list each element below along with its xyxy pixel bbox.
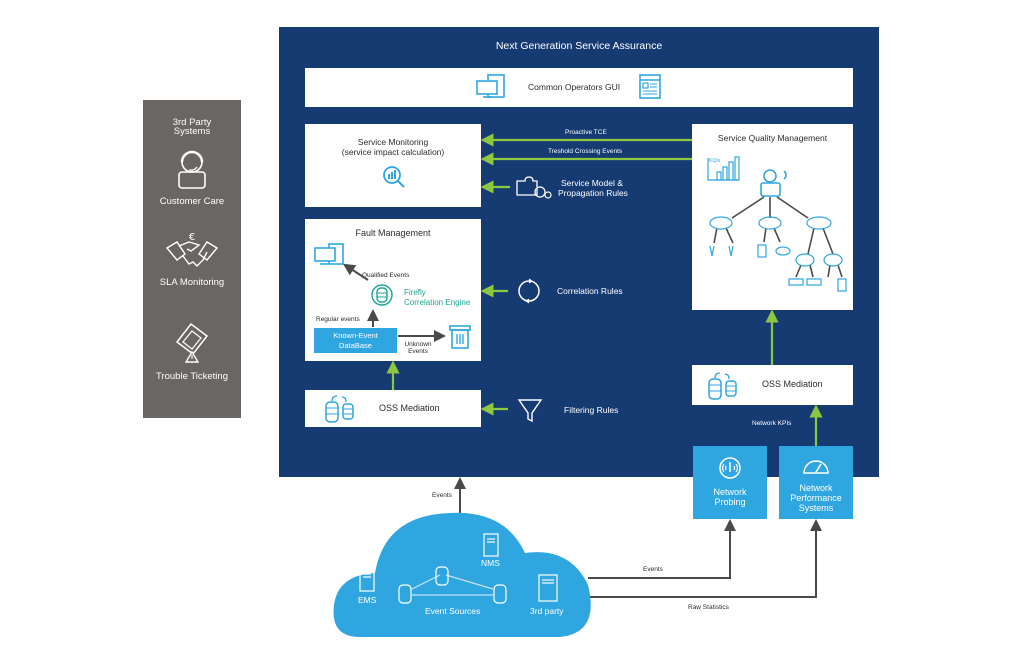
raw-stats-arrow [588,519,822,598]
puzzle-gear-icon [516,176,552,199]
known-event-db-line2: DataBase [339,341,372,350]
gauge-icon [803,460,829,474]
oss-mediation-left-box[interactable]: OSS Mediation [305,390,481,427]
qualified-events-arrow [342,263,369,281]
threshold-events-label: Treshold Crossing Events [548,148,623,155]
unknown-events-line2: Events [408,348,428,355]
database-sync-icon [325,395,354,423]
third-party-cloud-label: 3rd party [530,606,564,616]
sla-monitoring-label[interactable]: SLA Monitoring [159,277,225,288]
fault-management-box[interactable]: Fault Management Qualified Events Firefl… [305,219,481,361]
analytics-search-icon [383,166,405,188]
engine-name-line1: Firefly [404,288,426,297]
computer-icon [476,74,505,98]
correlation-engine-icon [371,284,393,306]
engine-name-line2: Correlation Engine [404,298,471,307]
events-probe-label: Events [643,566,663,573]
common-operators-gui-box[interactable]: Common Operators GUI [305,68,853,107]
database-sync-icon [708,372,737,400]
service-monitoring-box[interactable]: Service Monitoring (service impact calcu… [305,124,481,207]
network-performance-line3: Systems [798,503,834,513]
ticket-warning-icon [175,322,209,363]
proactive-tce-label: Proactive TCE [565,129,607,136]
third-party-title-2: Systems [173,126,211,137]
events-up-label: Events [432,492,452,499]
oss-mediation-right-label: OSS Mediation [762,379,823,389]
known-event-db-line1: Known-Event [333,331,378,340]
page-title: Next Generation Service Assurance [495,40,663,52]
network-kpis-label: Network KPIs [752,420,792,427]
web-page-icon [639,74,661,99]
service-monitoring-subtitle: (service impact calculation) [341,147,445,157]
common-operators-gui-label: Common Operators GUI [528,82,621,92]
filtering-rules-label: Filtering Rules [564,405,619,415]
raw-statistics-label: Raw Statistics [688,604,729,611]
service-model-label-1: Service Model & [561,178,623,188]
oss-mediation-right-box[interactable]: OSS Mediation [692,365,853,405]
kqi-chart-icon [707,156,740,181]
filter-funnel-icon [517,399,543,423]
oss-mediation-left-label: OSS Mediation [379,403,440,413]
service-tree-diagram: KQIs [707,156,847,292]
kqi-label: KQIs [709,158,721,164]
network-probing-box[interactable]: Network Probing [693,446,767,519]
qualified-events-label: Qualified Events [362,272,410,279]
svg-text:€: € [189,232,195,243]
service-monitoring-title: Service Monitoring [357,137,429,147]
trouble-ticketing-label[interactable]: Trouble Ticketing [156,371,228,382]
regular-events-label: Regular events [316,316,360,323]
workstation-icon [314,243,344,265]
network-performance-line2: Performance [790,493,842,503]
fault-management-title: Fault Management [355,228,431,238]
customer-care-label[interactable]: Customer Care [159,196,225,207]
network-probing-line1: Network [713,487,747,497]
third-party-systems-panel: 3rd Party Systems Customer Care € SLA Mo… [143,100,241,418]
user-icon [760,169,787,197]
signal-probe-icon [719,457,741,479]
network-performance-box[interactable]: Network Performance Systems [779,446,853,519]
trash-bin-icon [449,325,471,349]
unknown-events-line1: Unknown [404,341,432,348]
third-party-title-1: 3rd Party [172,117,212,128]
service-quality-management-box[interactable]: Service Quality Management KQIs [692,124,853,310]
service-model-label-2: Propagation Rules [558,188,628,198]
event-sources-label: Event Sources [425,606,481,616]
known-event-database[interactable]: Known-Event DataBase [314,328,397,353]
network-probing-line2: Probing [714,497,746,507]
network-performance-line1: Network [799,483,833,493]
correlation-rules-label: Correlation Rules [557,286,623,296]
handshake-euro-icon: € [165,232,219,267]
headset-icon [178,150,206,189]
sqm-title: Service Quality Management [717,133,828,143]
cycle-icon [518,278,540,304]
ems-label: EMS [358,595,377,605]
events-probe-arrow [588,519,736,579]
nms-label: NMS [481,558,500,568]
event-sources-cloud [333,512,591,637]
